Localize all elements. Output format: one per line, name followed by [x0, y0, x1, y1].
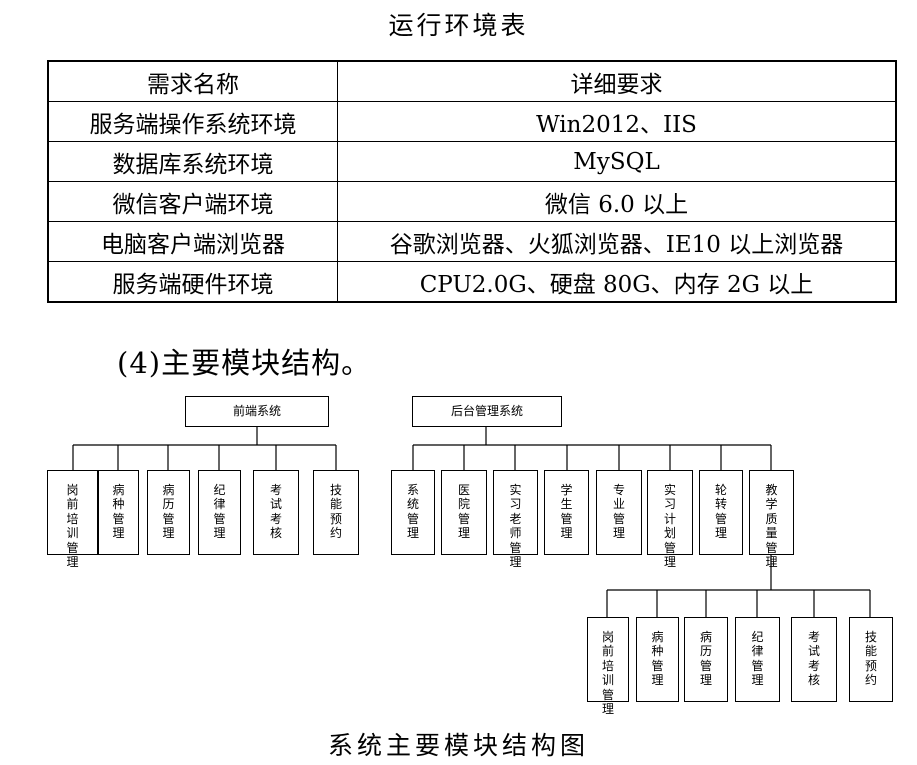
quality-submodule-box: 技能预约	[849, 617, 893, 702]
front-module-box: 考试考核	[253, 470, 299, 555]
backend-module-box: 医院管理	[441, 470, 487, 555]
module-label: 纪律管理	[751, 630, 764, 688]
module-label: 考试考核	[807, 630, 820, 688]
quality-submodule-box: 病历管理	[684, 617, 728, 702]
front-system-box: 前端系统	[185, 396, 329, 427]
module-label: 技能预约	[329, 483, 342, 541]
module-label: 实习老师管理	[509, 483, 522, 569]
table-cell: 服务端操作系统环境	[47, 101, 338, 142]
table-cell: MySQL	[337, 141, 897, 182]
backend-module-box: 学生管理	[544, 470, 589, 555]
backend-module-box: 专业管理	[596, 470, 642, 555]
table-cell: 微信 6.0 以上	[337, 181, 897, 222]
module-label: 教学质量管理	[765, 483, 778, 569]
backend-system-label: 后台管理系统	[450, 404, 523, 419]
front-system-label: 前端系统	[232, 404, 281, 419]
quality-submodule-box: 病种管理	[636, 617, 679, 702]
module-label: 纪律管理	[213, 483, 226, 541]
backend-module-box: 系统管理	[391, 470, 435, 555]
quality-submodule-box: 考试考核	[791, 617, 837, 702]
table-cell: 电脑客户端浏览器	[47, 221, 338, 262]
table-row: 数据库系统环境 MySQL	[47, 141, 897, 182]
quality-submodule-box: 纪律管理	[735, 617, 780, 702]
backend-module-box: 实习计划管理	[647, 470, 693, 569]
module-label: 轮转管理	[714, 483, 727, 541]
table-cell: 谷歌浏览器、火狐浏览器、IE10 以上浏览器	[337, 221, 897, 262]
table-row: 服务端操作系统环境 Win2012、IIS	[47, 101, 897, 142]
table-row: 微信客户端环境 微信 6.0 以上	[47, 181, 897, 222]
table-cell: 数据库系统环境	[47, 141, 338, 182]
section-heading: (4)主要模块结构。	[117, 346, 372, 380]
front-module-box: 纪律管理	[198, 470, 241, 555]
backend-module-box: 轮转管理	[699, 470, 743, 555]
module-label: 病历管理	[699, 630, 712, 688]
module-label: 岗前培训管理	[601, 630, 614, 716]
table-cell: 微信客户端环境	[47, 181, 338, 222]
environment-table: 需求名称 详细要求 服务端操作系统环境 Win2012、IIS 数据库系统环境 …	[47, 60, 897, 303]
module-label: 考试考核	[269, 483, 282, 541]
backend-system-box: 后台管理系统	[412, 396, 562, 427]
front-module-box: 技能预约	[313, 470, 359, 555]
backend-module-box: 实习老师管理	[493, 470, 538, 569]
module-label: 病种管理	[112, 483, 125, 541]
table-row: 电脑客户端浏览器 谷歌浏览器、火狐浏览器、IE10 以上浏览器	[47, 221, 897, 262]
front-module-box: 岗前培训管理	[47, 470, 98, 569]
table-row: 服务端硬件环境 CPU2.0G、硬盘 80G、内存 2G 以上	[47, 261, 897, 303]
module-label: 岗前培训管理	[66, 483, 79, 569]
module-label: 专业管理	[612, 483, 625, 541]
module-label: 实习计划管理	[663, 483, 676, 569]
module-label: 技能预约	[864, 630, 877, 688]
module-label: 系统管理	[406, 483, 419, 541]
front-module-box: 病种管理	[98, 470, 139, 555]
module-label: 学生管理	[560, 483, 573, 541]
table-cell: CPU2.0G、硬盘 80G、内存 2G 以上	[337, 261, 897, 303]
quality-submodule-box: 岗前培训管理	[587, 617, 629, 716]
table-cell: 服务端硬件环境	[47, 261, 338, 303]
table-cell: Win2012、IIS	[337, 101, 897, 142]
module-label: 病历管理	[162, 483, 175, 541]
backend-module-box: 教学质量管理	[749, 470, 794, 569]
module-label: 医院管理	[457, 483, 470, 541]
table-title: 运行环境表	[388, 11, 529, 40]
module-label: 病种管理	[651, 630, 664, 688]
figure-caption: 系统主要模块结构图	[327, 731, 589, 760]
front-module-box: 病历管理	[147, 470, 190, 555]
